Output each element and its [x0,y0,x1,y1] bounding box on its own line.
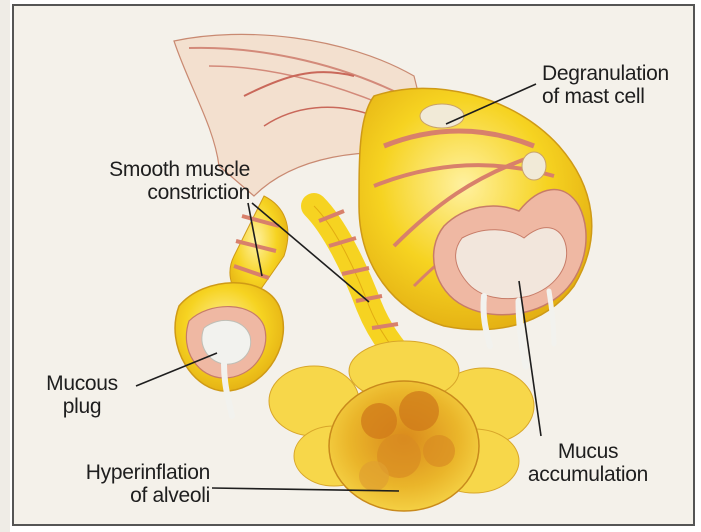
label-mucous-plug-line1: Mucous [36,372,128,395]
label-mucous-plug: Mucous plug [36,372,128,418]
label-degranulation-line1: Degranulation [542,62,669,85]
label-smooth-muscle-line1: Smooth muscle [74,158,250,181]
label-degranulation-line2: of mast cell [542,85,669,108]
label-hyperinflation: Hyperinflation of alveoli [34,461,210,507]
label-mucus-accumulation: Mucus accumulation [518,440,658,486]
label-mucus-accumulation-line1: Mucus [518,440,658,463]
label-mucus-accumulation-line2: accumulation [518,463,658,486]
left-branch-bronchus [175,196,288,416]
label-hyperinflation-line2: of alveoli [34,484,210,507]
figure-frame: Degranulation of mast cell Smooth muscle… [12,4,695,526]
label-smooth-muscle: Smooth muscle constriction [74,158,250,204]
alveoli-cluster [269,341,534,511]
label-hyperinflation-line1: Hyperinflation [34,461,210,484]
label-smooth-muscle-line2: constriction [74,181,250,204]
left-margin-strip [0,0,10,532]
label-degranulation: Degranulation of mast cell [542,62,669,108]
label-mucous-plug-line2: plug [36,395,128,418]
